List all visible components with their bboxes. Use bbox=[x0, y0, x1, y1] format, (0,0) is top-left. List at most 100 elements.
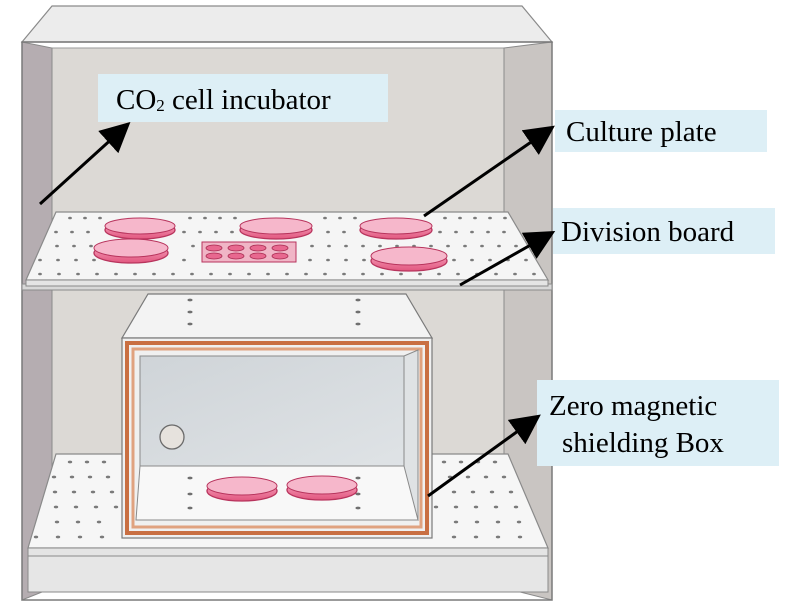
hole bbox=[463, 244, 467, 248]
hole bbox=[470, 490, 476, 494]
hole bbox=[361, 244, 365, 248]
label-shielding-line2: shielding Box bbox=[562, 427, 724, 459]
hole bbox=[488, 216, 492, 220]
hole bbox=[86, 230, 90, 234]
hole bbox=[187, 298, 193, 302]
hole bbox=[470, 258, 474, 262]
hole bbox=[93, 505, 99, 509]
hole bbox=[465, 475, 471, 479]
shelf-holes bbox=[33, 460, 523, 539]
hole bbox=[75, 520, 81, 524]
hole bbox=[105, 475, 111, 479]
hole bbox=[473, 535, 479, 539]
arrow-icon bbox=[38, 121, 131, 206]
hole bbox=[53, 505, 59, 509]
port-icon bbox=[159, 424, 185, 450]
well bbox=[227, 244, 245, 252]
hole bbox=[57, 272, 61, 276]
well bbox=[271, 244, 289, 252]
hole bbox=[247, 272, 251, 276]
shielding-box bbox=[120, 293, 434, 539]
hole bbox=[355, 310, 361, 314]
hole bbox=[56, 258, 60, 262]
hole bbox=[72, 244, 76, 248]
hole bbox=[441, 460, 447, 464]
hole bbox=[52, 490, 58, 494]
well bbox=[205, 252, 223, 260]
arrow-icon bbox=[423, 125, 555, 218]
hole bbox=[187, 322, 193, 326]
hole bbox=[77, 535, 83, 539]
hole bbox=[495, 535, 501, 539]
hole bbox=[76, 272, 80, 276]
hole bbox=[514, 244, 518, 248]
well bbox=[205, 244, 223, 252]
hole bbox=[355, 322, 361, 326]
hole bbox=[355, 298, 361, 302]
hole bbox=[214, 230, 218, 234]
hole bbox=[453, 505, 459, 509]
label-division-board-text: Division board bbox=[561, 216, 735, 248]
hole bbox=[489, 490, 495, 494]
arrow-icon bbox=[459, 231, 556, 287]
label-division-board: Division board bbox=[553, 208, 775, 254]
hole bbox=[152, 272, 156, 276]
hole bbox=[473, 505, 479, 509]
hole bbox=[488, 258, 492, 262]
hole bbox=[218, 216, 222, 220]
hole bbox=[353, 216, 357, 220]
hole bbox=[517, 535, 523, 539]
wells bbox=[205, 244, 289, 260]
box-floor-holes bbox=[187, 476, 361, 510]
hole bbox=[451, 535, 457, 539]
hole bbox=[187, 310, 193, 314]
hole bbox=[443, 216, 447, 220]
hole bbox=[99, 535, 105, 539]
hole bbox=[492, 460, 498, 464]
culture-dish bbox=[286, 475, 358, 501]
arrow-icon bbox=[427, 414, 541, 498]
well bbox=[227, 252, 245, 260]
hole bbox=[69, 475, 75, 479]
hole bbox=[308, 258, 312, 262]
hole bbox=[55, 244, 59, 248]
label-culture-plate: Culture plate bbox=[555, 110, 767, 152]
hole bbox=[338, 216, 342, 220]
hole bbox=[188, 216, 192, 220]
multiwell-plate bbox=[201, 241, 297, 263]
culture-plates-upper bbox=[93, 217, 448, 272]
hole bbox=[310, 244, 314, 248]
hole bbox=[327, 244, 331, 248]
hole bbox=[433, 505, 439, 509]
hole bbox=[230, 230, 234, 234]
hole bbox=[355, 506, 361, 510]
hole bbox=[524, 258, 528, 262]
hole bbox=[344, 244, 348, 248]
hole bbox=[446, 244, 450, 248]
hole bbox=[182, 258, 186, 262]
hole bbox=[54, 230, 58, 234]
hole bbox=[171, 272, 175, 276]
hole bbox=[437, 272, 441, 276]
culture-dish bbox=[239, 217, 313, 240]
hole bbox=[266, 272, 270, 276]
culture-dish bbox=[206, 476, 278, 502]
label-shielding-line1: Zero magnetic bbox=[549, 390, 717, 422]
hole bbox=[87, 475, 93, 479]
hole bbox=[502, 230, 506, 234]
hole bbox=[54, 520, 60, 524]
label-culture-plate-text: Culture plate bbox=[566, 116, 717, 148]
hole bbox=[96, 520, 102, 524]
hole bbox=[114, 272, 118, 276]
hole bbox=[513, 272, 517, 276]
hole bbox=[516, 520, 522, 524]
hole bbox=[355, 492, 361, 496]
hole bbox=[38, 272, 42, 276]
hole bbox=[342, 272, 346, 276]
hole bbox=[532, 272, 536, 276]
hole bbox=[198, 230, 202, 234]
hole bbox=[83, 216, 87, 220]
label-co2-text: CO2 cell incubator bbox=[116, 84, 331, 116]
